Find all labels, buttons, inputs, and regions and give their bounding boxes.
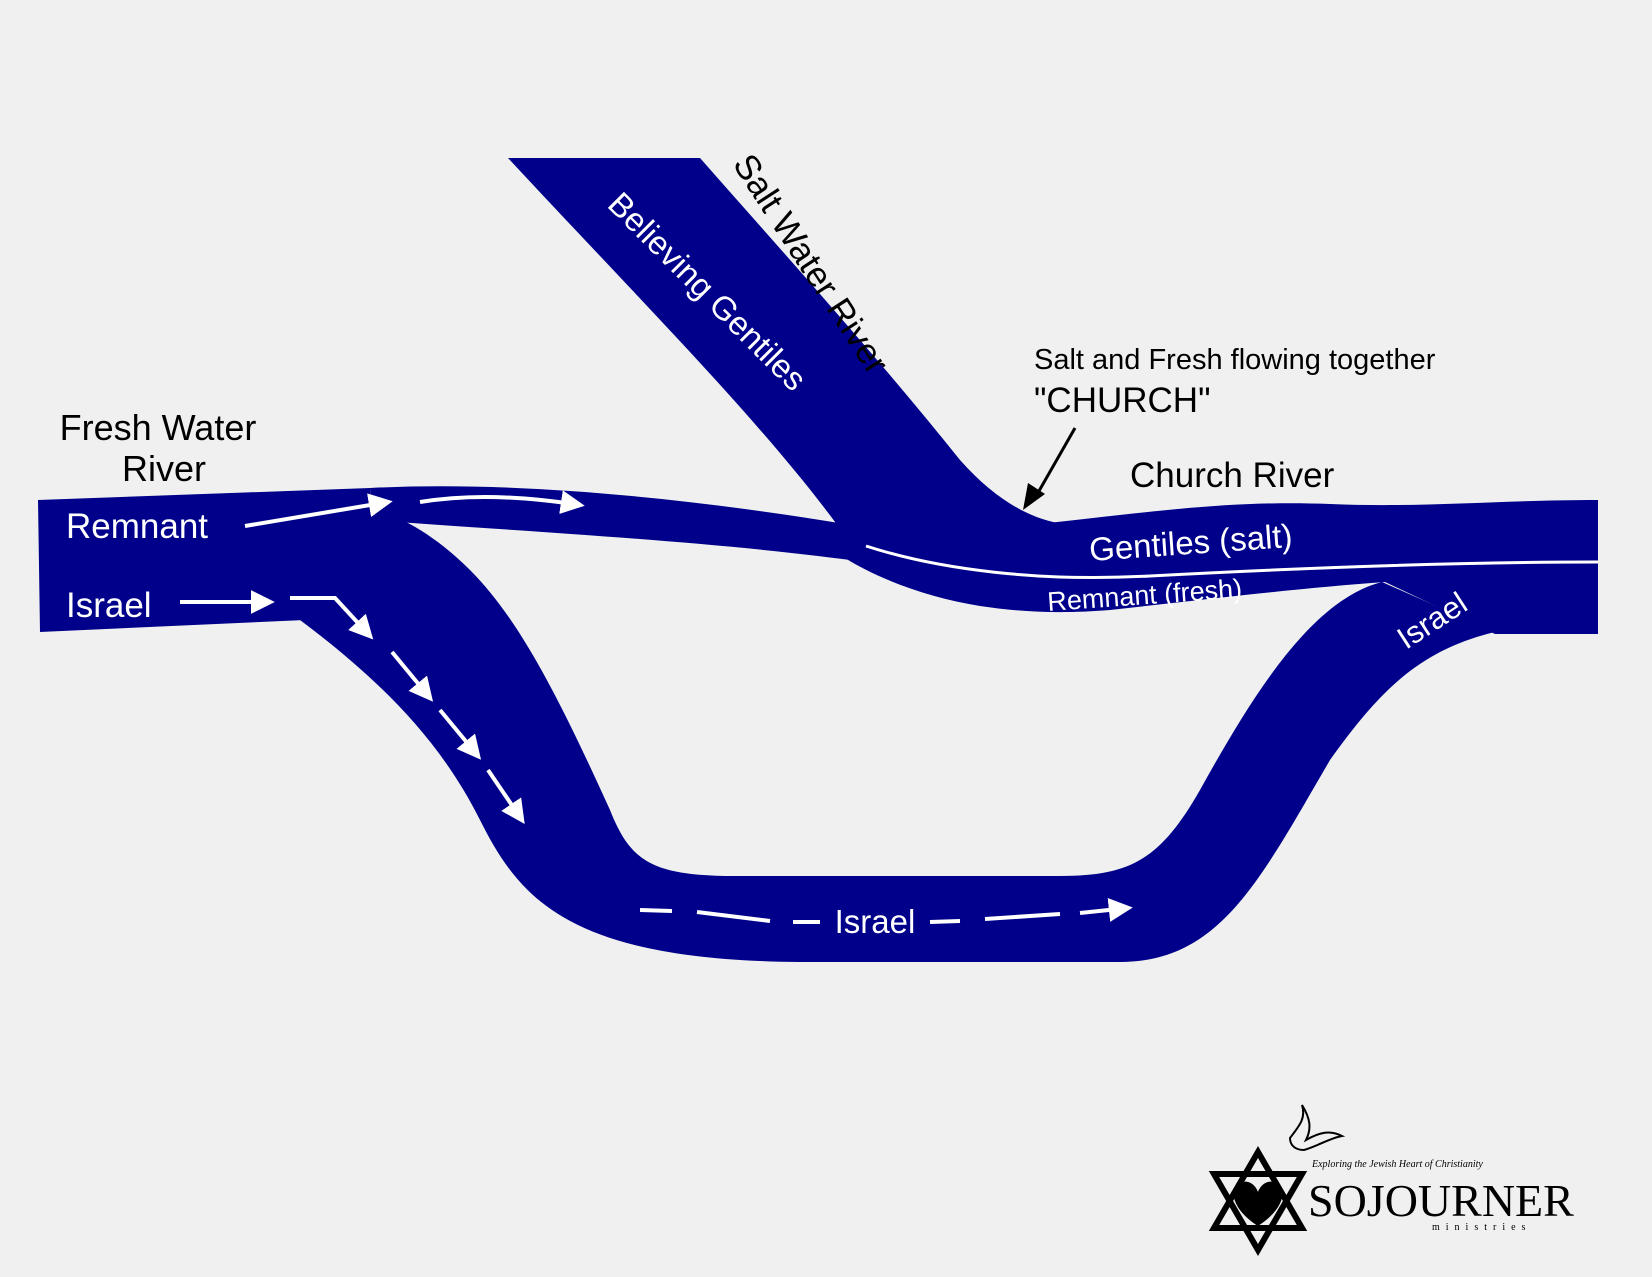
church-pointer-arrowhead — [1023, 483, 1045, 510]
dove-icon — [1288, 1104, 1346, 1152]
israel-flow-arrow-6 — [1079, 898, 1133, 922]
israel-flow-arrow-4 — [438, 708, 482, 760]
logo-tagline: Exploring the Jewish Heart of Christiani… — [1311, 1159, 1483, 1170]
heart-icon — [1233, 1181, 1283, 1226]
israel-upper-label: Israel — [66, 586, 152, 625]
israel-flow-arrow-2 — [290, 596, 374, 640]
fresh-water-river-label-line2: River — [122, 448, 206, 489]
israel-dash-2 — [696, 910, 771, 923]
logo-name: SOJOURNER — [1308, 1175, 1574, 1226]
israel-dash-1 — [639, 908, 673, 913]
israel-dash-4 — [929, 919, 961, 924]
logo-subname: ministries — [1432, 1222, 1531, 1233]
salt-and-fresh-label: Salt and Fresh flowing together — [1034, 344, 1436, 376]
israel-flow-arrow-3 — [390, 650, 434, 702]
israel-river-body — [300, 508, 1495, 962]
church-pointer-arrow — [1033, 427, 1077, 499]
salt-fresh-divider — [865, 544, 1599, 580]
remnant-flow-arrow-1 — [244, 493, 393, 528]
church-river-label: Church River — [1130, 456, 1335, 495]
remnant-stream-body — [370, 486, 850, 560]
fresh-water-river-body — [38, 488, 372, 632]
sojourner-logo: Exploring the Jewish Heart of Christiani… — [1208, 1104, 1574, 1256]
remnant-label: Remnant — [66, 507, 208, 546]
israel-lower-label: Israel — [835, 903, 916, 940]
church-quote-label: "CHURCH" — [1034, 381, 1211, 420]
salt-water-river-body — [508, 158, 1080, 610]
fresh-water-river-label-line1: Fresh Water — [60, 407, 257, 448]
israel-flow-arrow-5 — [486, 768, 525, 824]
israel-dash-5 — [984, 912, 1061, 921]
remnant-flow-arrow-2 — [419, 490, 585, 515]
church-river-body — [845, 500, 1598, 634]
